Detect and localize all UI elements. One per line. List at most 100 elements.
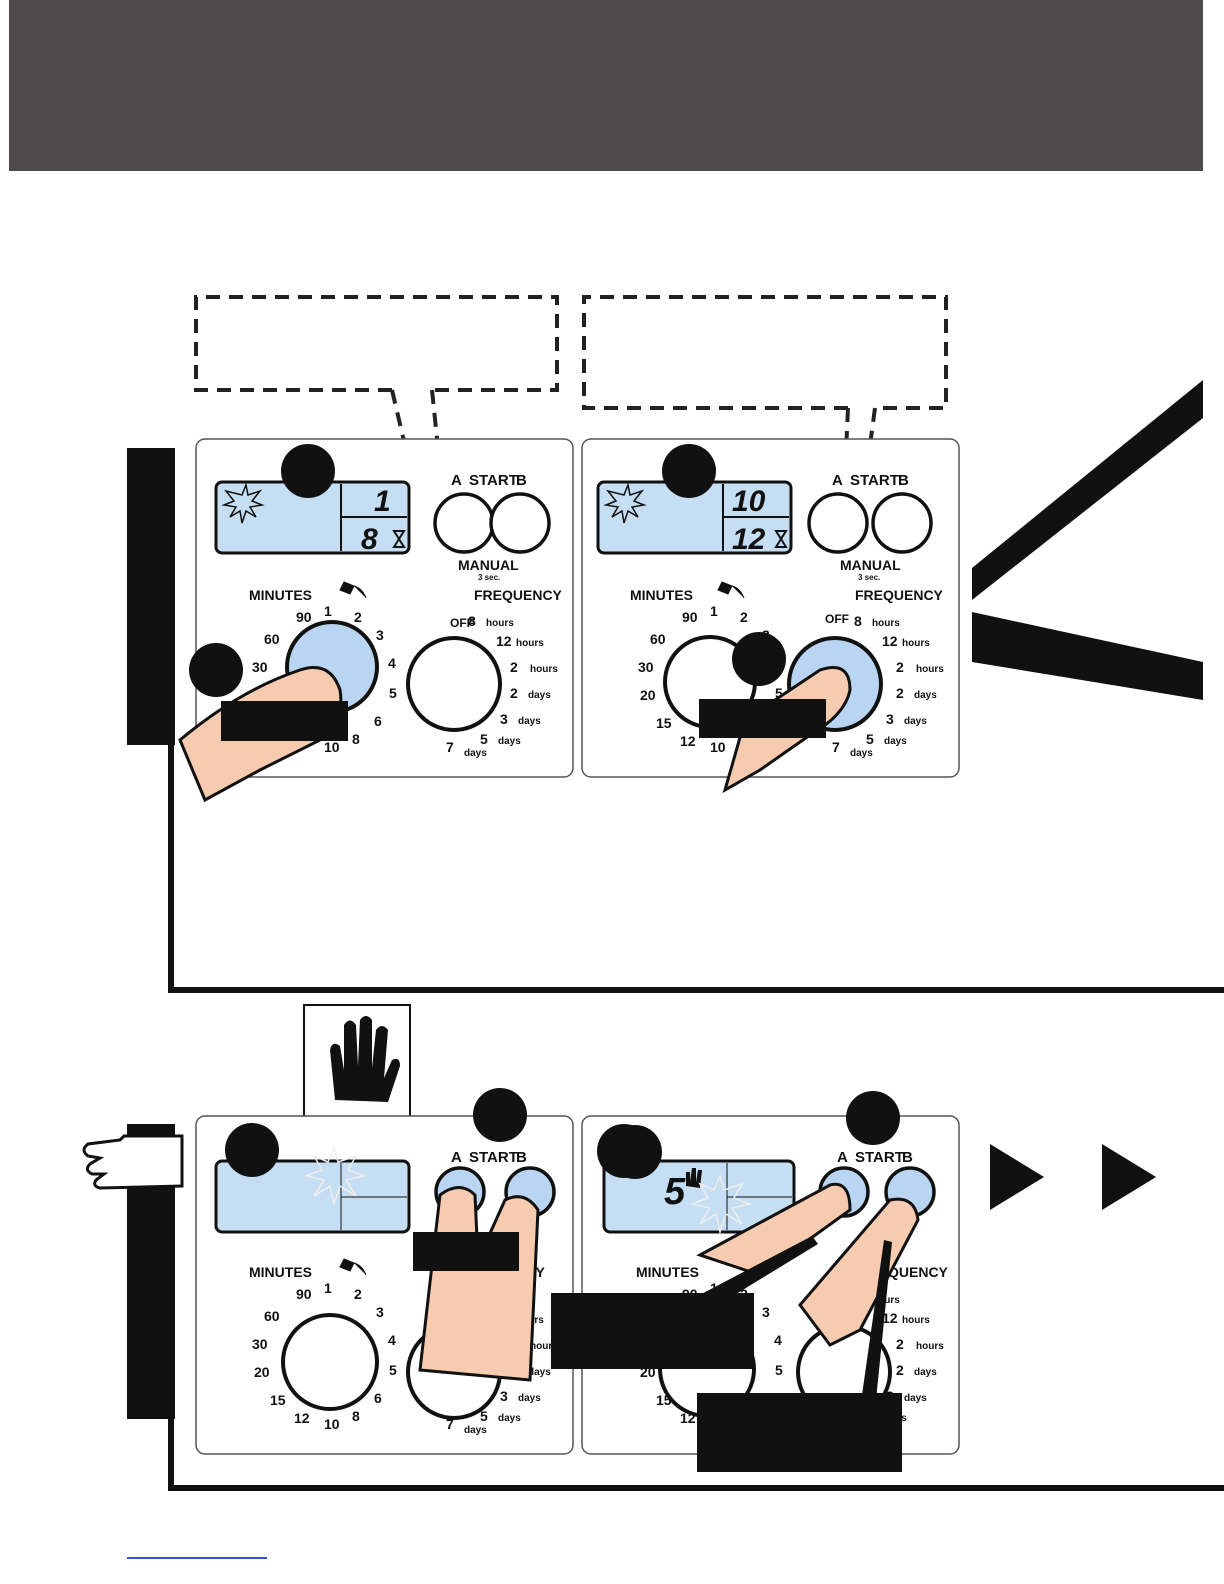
label-minutes: MINUTES bbox=[249, 587, 312, 603]
frequency-unit-label: days bbox=[904, 716, 927, 727]
minutes-dial[interactable] bbox=[281, 1313, 379, 1411]
minutes-tick-label: 1 bbox=[324, 603, 332, 619]
lcd-top-digit: 1 bbox=[374, 485, 391, 518]
minutes-tick-label: 2 bbox=[740, 609, 748, 625]
minutes-tick-label: 5 bbox=[389, 685, 397, 701]
minutes-tick-label: 12 bbox=[680, 733, 696, 749]
minutes-tick-label: 4 bbox=[774, 1332, 782, 1348]
frequency-tick-label: 2 bbox=[896, 1336, 904, 1352]
pointer-line bbox=[862, 1240, 892, 1400]
label-frequency: FREQUENCY bbox=[855, 587, 944, 603]
minutes-tick-label: 3 bbox=[376, 627, 384, 643]
minutes-tick-label: 1 bbox=[324, 1280, 332, 1296]
section-frame-bottom bbox=[168, 1124, 1224, 1491]
frequency-tick-label: 2 bbox=[510, 685, 518, 701]
minutes-tick-label: 15 bbox=[656, 1392, 672, 1408]
label-frequency: FREQUENCY bbox=[474, 587, 563, 603]
lcd-bottom-digit: 12 bbox=[732, 523, 766, 556]
frequency-unit-label: hours bbox=[530, 1341, 558, 1352]
label-start: START bbox=[469, 1149, 518, 1166]
minutes-tick-label: 2 bbox=[354, 1286, 362, 1302]
lcd-bottom-digit: 8 bbox=[361, 523, 378, 556]
minutes-tick-label: 12 bbox=[294, 1410, 310, 1426]
frequency-tick-label: 7 bbox=[832, 739, 840, 755]
hand-point-icon bbox=[82, 1134, 184, 1190]
step-marker bbox=[473, 1088, 527, 1142]
label-start: START bbox=[469, 472, 518, 489]
redaction-bar bbox=[551, 1293, 754, 1369]
frequency-unit-label: days bbox=[464, 748, 487, 759]
redaction-bar bbox=[697, 1393, 902, 1472]
minutes-tick-label: 8 bbox=[352, 1408, 360, 1424]
frequency-unit-label: days bbox=[528, 690, 551, 701]
watering-can-icon bbox=[339, 1258, 367, 1276]
lcd-digit: 5 bbox=[664, 1171, 686, 1213]
minutes-tick-label: 15 bbox=[656, 715, 672, 731]
frequency-unit-label: days bbox=[518, 1393, 541, 1404]
minutes-tick-label: 6 bbox=[374, 1390, 382, 1406]
minutes-tick-label: 5 bbox=[775, 1362, 783, 1378]
minutes-tick-label: 30 bbox=[638, 659, 654, 675]
frequency-tick-label: 2 bbox=[896, 685, 904, 701]
arrow-wedge-lower bbox=[972, 612, 1203, 700]
minutes-tick-label: 5 bbox=[775, 685, 783, 701]
label-start: START bbox=[855, 1149, 904, 1166]
label-a: A bbox=[837, 1149, 848, 1166]
start-b-button[interactable] bbox=[489, 492, 551, 554]
frequency-dial[interactable] bbox=[406, 636, 502, 732]
step-marker bbox=[732, 632, 786, 686]
frequency-unit-label: hours bbox=[530, 664, 558, 675]
minutes-tick-label: 8 bbox=[352, 731, 360, 747]
lcd-top-digit: 10 bbox=[732, 485, 766, 518]
redaction-bar bbox=[699, 699, 826, 738]
header-bar bbox=[9, 0, 1203, 171]
section-frame-top bbox=[168, 448, 1224, 993]
frequency-unit-label: days bbox=[914, 690, 937, 701]
play-arrow-icon bbox=[1102, 1144, 1156, 1210]
lcd-display: 1 8 bbox=[214, 480, 411, 556]
frequency-unit-label: days bbox=[914, 1367, 937, 1378]
minutes-tick-label: 60 bbox=[264, 1308, 280, 1324]
minutes-tick-label: 60 bbox=[650, 631, 666, 647]
frequency-tick-label: 3 bbox=[500, 711, 508, 727]
frequency-unit-label: hours bbox=[902, 638, 930, 649]
label-b: B bbox=[516, 1149, 527, 1166]
start-a-button[interactable] bbox=[807, 492, 869, 554]
frequency-tick-label: 2 bbox=[896, 1362, 904, 1378]
minutes-tick-label: 10 bbox=[710, 739, 726, 755]
frequency-unit-label: hours bbox=[872, 618, 900, 629]
label-start: START bbox=[850, 472, 899, 489]
frequency-tick-label: 5 bbox=[480, 1408, 488, 1424]
start-a-button[interactable] bbox=[433, 492, 495, 554]
label-3sec: 3 sec. bbox=[858, 573, 880, 582]
label-b: B bbox=[516, 472, 527, 489]
label-manual: MANUAL bbox=[458, 557, 519, 573]
frequency-unit-label: days bbox=[518, 716, 541, 727]
frequency-unit-label: days bbox=[498, 1413, 521, 1424]
watering-can-icon bbox=[717, 581, 745, 599]
start-b-button[interactable] bbox=[871, 492, 933, 554]
frequency-tick-label: 2 bbox=[510, 659, 518, 675]
frequency-tick-label: 8 bbox=[468, 613, 476, 629]
frequency-unit-label: hours bbox=[872, 1295, 900, 1306]
frequency-unit-label: hours bbox=[902, 1315, 930, 1326]
minutes-tick-label: 90 bbox=[296, 609, 312, 625]
minutes-tick-label: 90 bbox=[682, 609, 698, 625]
frequency-tick-label: 5 bbox=[480, 731, 488, 747]
lcd-display: 10 12 bbox=[596, 480, 793, 556]
hourglass-icon bbox=[774, 530, 788, 548]
minutes-tick-label: 30 bbox=[252, 659, 268, 675]
frequency-tick-label: 5 bbox=[866, 731, 874, 747]
frequency-unit-label: days bbox=[528, 1367, 551, 1378]
starburst-icon bbox=[221, 482, 265, 524]
frequency-tick-label: 7 bbox=[446, 1416, 454, 1432]
minutes-tick-label: 15 bbox=[270, 1392, 286, 1408]
step-marker bbox=[597, 1124, 651, 1178]
frequency-tick-label: 12 bbox=[882, 633, 898, 649]
lcd-display: 5 bbox=[602, 1159, 796, 1235]
frequency-unit-label: hours bbox=[516, 638, 544, 649]
starburst-icon bbox=[303, 1145, 367, 1207]
redaction-bar bbox=[221, 701, 348, 741]
